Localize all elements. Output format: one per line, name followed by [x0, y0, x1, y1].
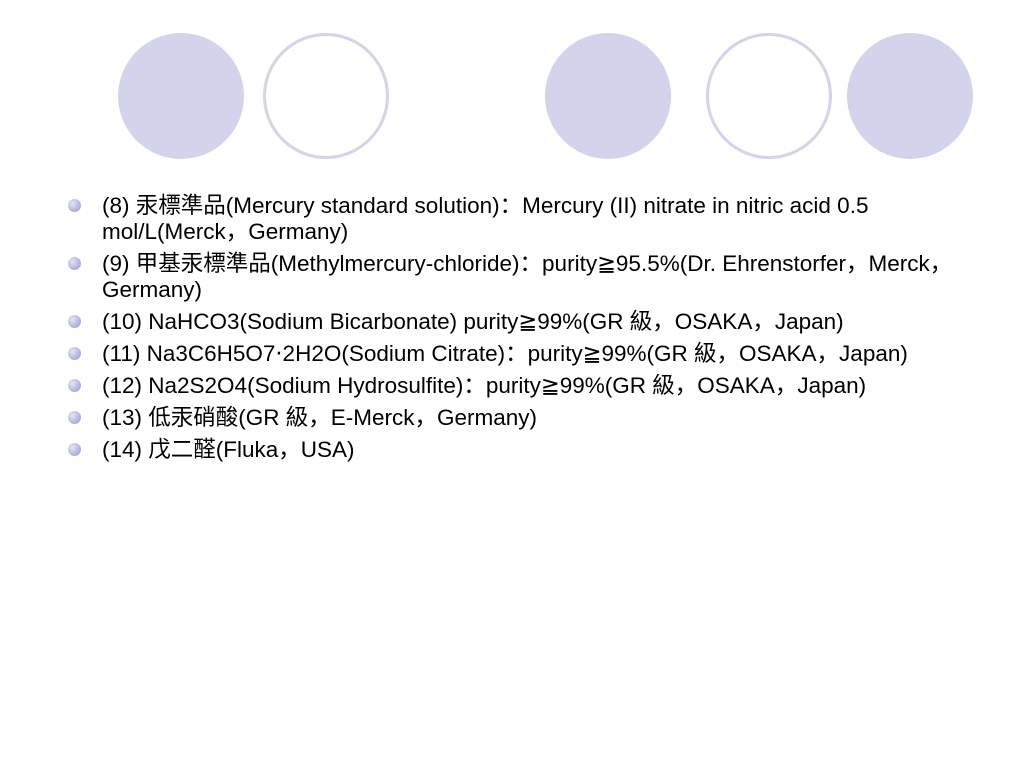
- bullet-icon: [68, 199, 81, 212]
- list-item-text: (14) 戊二醛(Fluka，USA): [102, 437, 355, 462]
- bullet-icon: [68, 411, 81, 424]
- list-item-text: (12) Na2S2O4(Sodium Hydrosulfite)：purity…: [102, 373, 867, 398]
- list-item: (8) 汞標準品(Mercury standard solution)：Merc…: [68, 193, 973, 245]
- list-item-text: (10) NaHCO3(Sodium Bicarbonate) purity≧9…: [102, 309, 844, 334]
- list-item: (10) NaHCO3(Sodium Bicarbonate) purity≧9…: [68, 309, 973, 335]
- decorative-circle-outline: [263, 33, 389, 159]
- list-item: (9) 甲基汞標準品(Methylmercury-chloride)：purit…: [68, 251, 973, 303]
- decorative-circle-filled: [545, 33, 671, 159]
- list-item-text: (13) 低汞硝酸(GR 級，E-Merck，Germany): [102, 405, 538, 430]
- decorative-circle-filled: [118, 33, 244, 159]
- bullet-icon: [68, 347, 81, 360]
- bullet-icon: [68, 443, 81, 456]
- bullet-icon: [68, 257, 81, 270]
- reagent-list: (8) 汞標準品(Mercury standard solution)：Merc…: [68, 193, 973, 463]
- decorative-circle-filled: [847, 33, 973, 159]
- decorative-circle-outline: [706, 33, 832, 159]
- list-item: (14) 戊二醛(Fluka，USA): [68, 437, 973, 463]
- list-item: (12) Na2S2O4(Sodium Hydrosulfite)：purity…: [68, 373, 973, 399]
- bullet-icon: [68, 315, 81, 328]
- list-item-text: (11) Na3C6H5O7‧2H2O(Sodium Citrate)：puri…: [102, 341, 908, 366]
- list-item: (11) Na3C6H5O7‧2H2O(Sodium Citrate)：puri…: [68, 341, 973, 367]
- bullet-icon: [68, 379, 81, 392]
- list-item-text: (8) 汞標準品(Mercury standard solution)：Merc…: [102, 193, 869, 244]
- slide-content: (8) 汞標準品(Mercury standard solution)：Merc…: [68, 193, 973, 469]
- list-item-text: (9) 甲基汞標準品(Methylmercury-chloride)：purit…: [102, 251, 953, 302]
- list-item: (13) 低汞硝酸(GR 級，E-Merck，Germany): [68, 405, 973, 431]
